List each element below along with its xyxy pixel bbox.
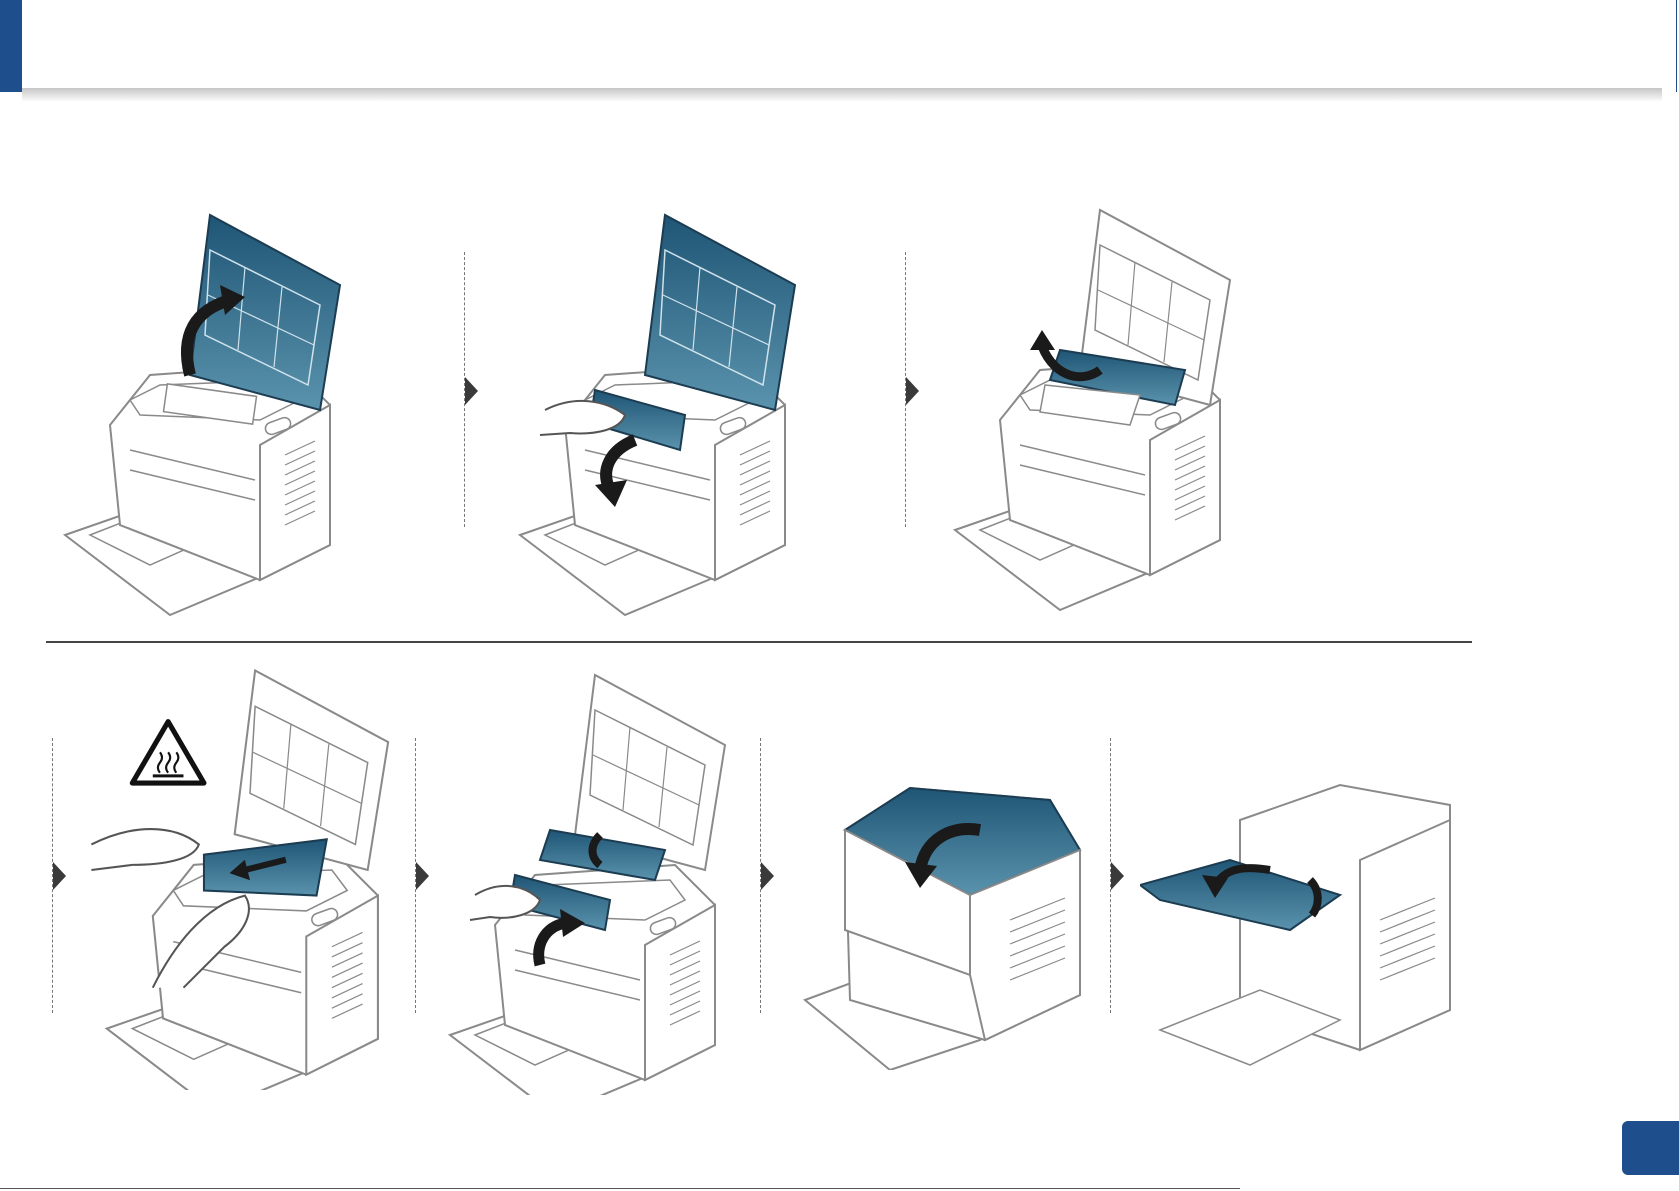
step-arrow-icon [906, 377, 919, 405]
row-divider [46, 641, 1472, 643]
step-arrow-icon [53, 862, 66, 890]
step-open-cover-illustration [50, 195, 370, 625]
page-number-badge [1622, 1121, 1679, 1175]
step-reinsert-cartridge-illustration [435, 665, 765, 1095]
step-close-cover-illustration [800, 770, 1100, 1070]
header-shadow [22, 88, 1662, 102]
step-unfold-support-illustration [1140, 780, 1460, 1080]
step-lift-guide-illustration [940, 190, 1260, 620]
step-remove-cartridge-illustration [505, 195, 825, 625]
footer-line [0, 1188, 1240, 1189]
step-arrow-icon [416, 862, 429, 890]
header-accent-bar [0, 0, 22, 92]
step-arrow-icon [1111, 862, 1124, 890]
edge-line [1676, 0, 1677, 92]
step-arrow-icon [465, 377, 478, 405]
hot-surface-icon [132, 722, 204, 783]
step-pull-paper-illustration [85, 650, 415, 1090]
